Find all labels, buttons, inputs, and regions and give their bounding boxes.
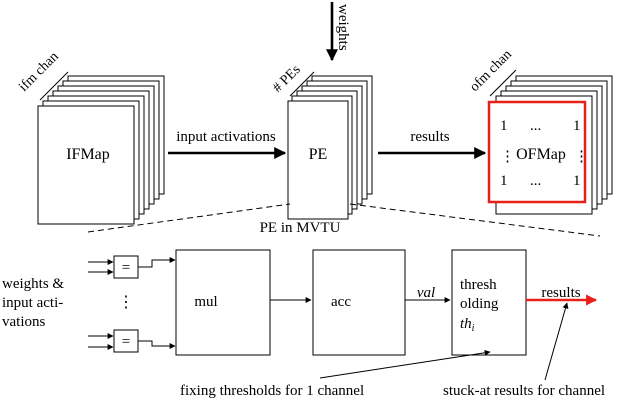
zoom-line-left (87, 203, 291, 233)
thresh-var-main: th (460, 316, 472, 332)
ofmap-grid-bl: 1 (500, 173, 508, 189)
acc-box (312, 249, 406, 356)
results-label-detail: results (541, 285, 580, 301)
fixing-thresholds-note: fixing thresholds for 1 channel (180, 383, 364, 399)
ofmap-grid-bm: ... (530, 173, 541, 189)
acc-label: acc (331, 294, 351, 310)
input-activations-label: input activations (176, 129, 276, 145)
stuck-at-pointer (544, 302, 569, 381)
mul-box (175, 249, 271, 356)
val-label: val (417, 285, 435, 301)
side-label-line1: weights & (2, 276, 64, 292)
ofmap-grid: 1 ... 1 ⋮ ⋮ 1 ... 1 (500, 118, 589, 189)
side-label-line3: vations (2, 314, 45, 330)
ifmap-box (37, 105, 135, 225)
ofmap-box (487, 100, 587, 204)
ofmap-grid-tm: ... (530, 118, 541, 134)
weights-label: weights (335, 4, 351, 51)
eq-symbol-top: = (122, 260, 130, 276)
mul-label: mul (194, 294, 217, 310)
pe-label: PE (309, 146, 328, 163)
thresholding-box (451, 249, 527, 356)
eq-bottom-to-mul (138, 340, 176, 349)
ifmap-stack-label: ifm chan (16, 49, 62, 95)
pe-stack (287, 75, 373, 220)
thresh-var-sub: i (472, 323, 475, 334)
stuck-at-note: stuck-at results for channel (443, 383, 605, 399)
ofmap-label: OFMap (516, 146, 566, 163)
ofmap-grid-tl: 1 (500, 118, 508, 134)
pe-box (287, 100, 349, 220)
comparator-vdots: ⋮ (118, 294, 134, 311)
results-label-top: results (410, 129, 449, 145)
detail-title: PE in MVTU (260, 220, 341, 236)
thresh-label-line1: thresh (460, 277, 497, 293)
ofmap-grid-tr: 1 (573, 118, 581, 134)
zoom-line-right (349, 203, 601, 237)
ofmap-grid-ml: ⋮ (500, 149, 515, 165)
thresh-var: thi (460, 316, 475, 334)
pe-stack-bracket (289, 71, 315, 97)
ifmap-label: IFMap (66, 146, 110, 163)
ifm-chan-bracket (39, 71, 69, 101)
ofmap-grid-mr: ⋮ (574, 149, 589, 165)
ifmap-stack (37, 75, 165, 225)
fixing-thresholds-pointer (319, 349, 491, 379)
ofm-chan-bracket (489, 69, 517, 97)
eq-symbol-bottom: = (122, 334, 130, 350)
side-label-line2: input acti- (2, 295, 63, 311)
ofmap-grid-br: 1 (573, 173, 581, 189)
eq-top-to-mul (138, 257, 176, 268)
thresh-label-line2: olding (460, 296, 499, 312)
ofmap-stack (487, 75, 613, 215)
